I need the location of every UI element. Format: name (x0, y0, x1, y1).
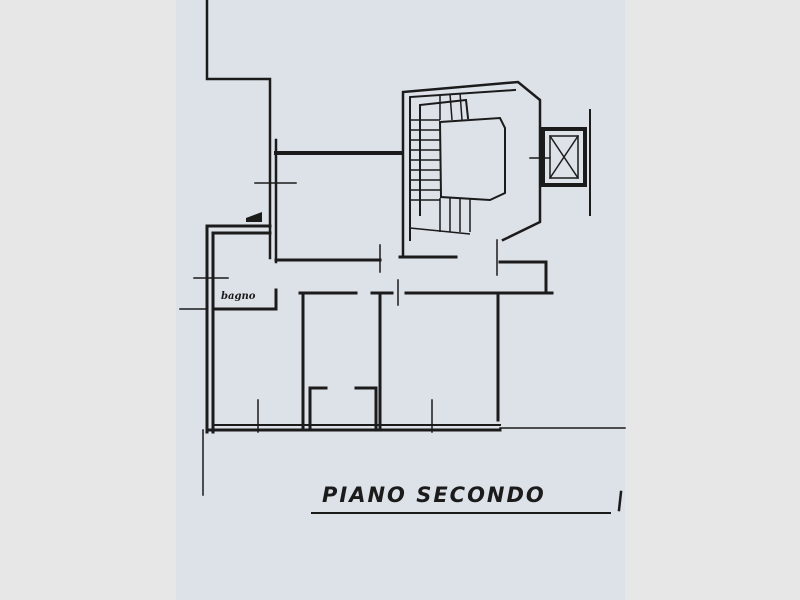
room-label-bagno: bagno (221, 291, 256, 302)
staircase (401, 80, 542, 257)
floor-title: PIANO SECONDO (322, 483, 546, 507)
elevator (529, 109, 591, 216)
paper-sheet (176, 0, 625, 600)
walls (179, 0, 626, 496)
